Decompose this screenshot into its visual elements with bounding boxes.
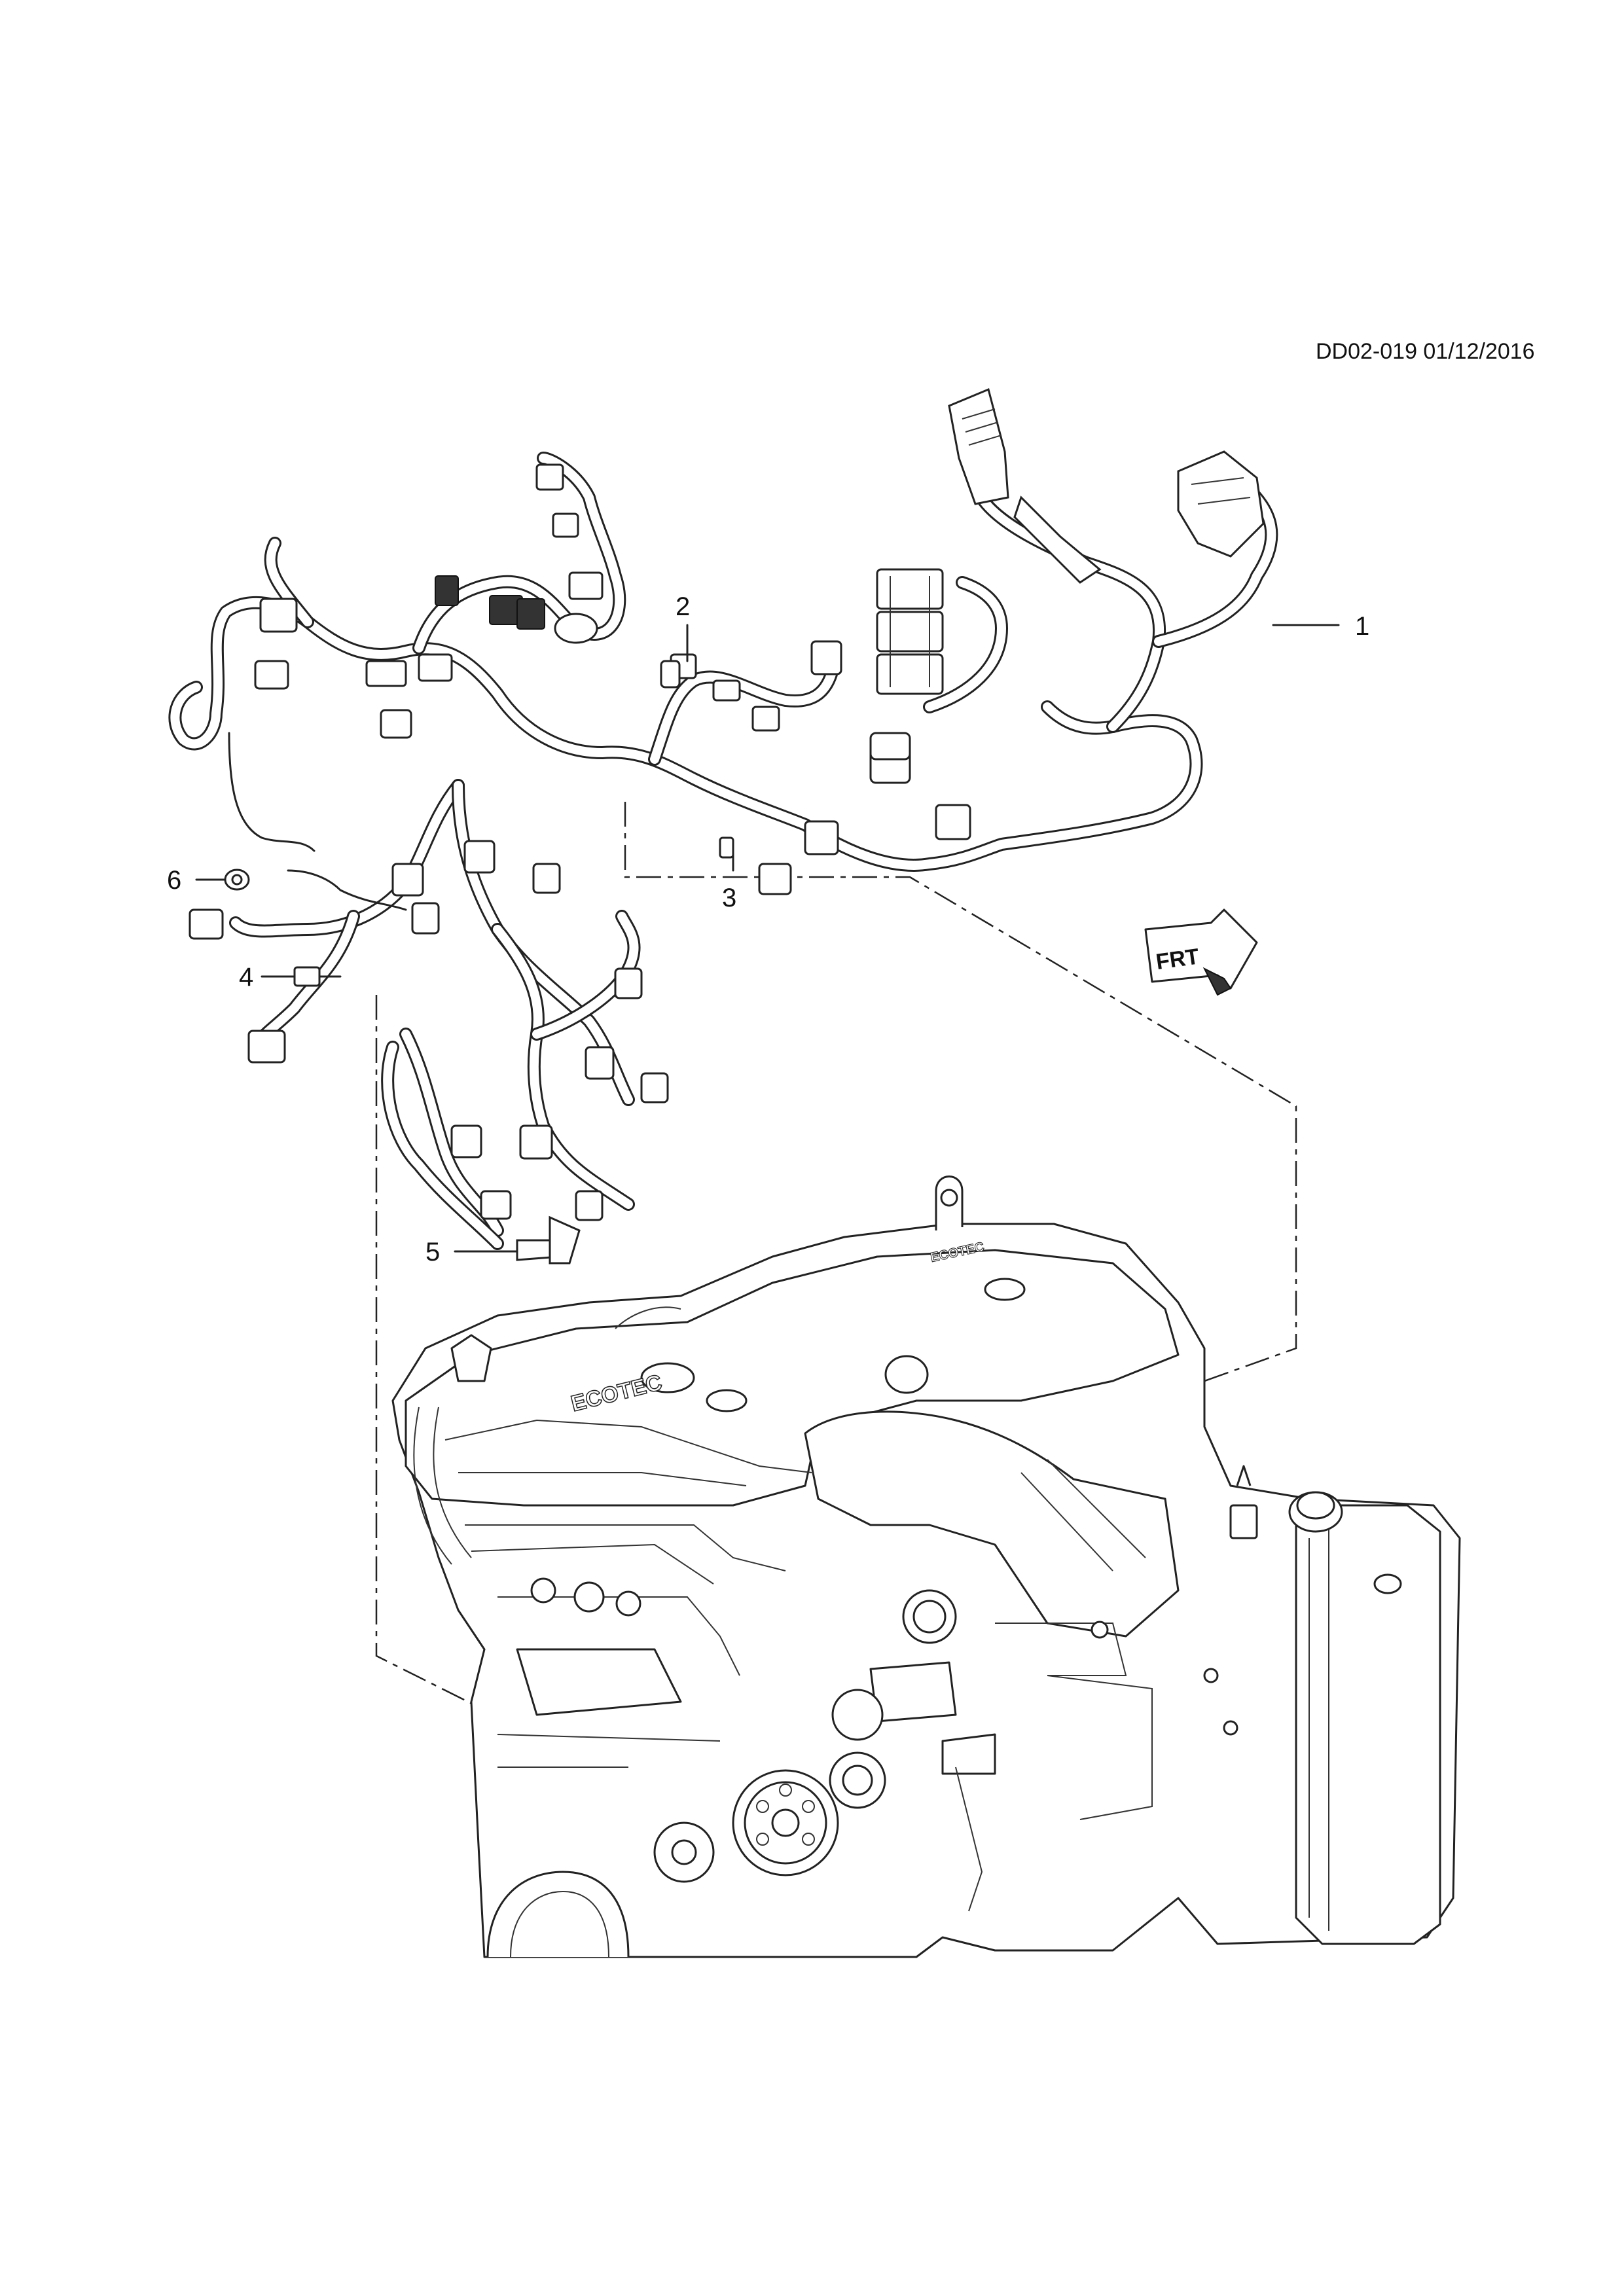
harness-connector <box>365 660 407 687</box>
callouts: 1 2 3 4 5 6 <box>167 592 1369 1266</box>
harness-connector <box>532 863 561 894</box>
harness-connector <box>480 1190 512 1220</box>
harness-connector <box>640 1072 669 1103</box>
harness-connector <box>247 1030 286 1064</box>
harness-connector <box>411 902 440 935</box>
callout-5: 5 <box>425 1238 440 1266</box>
harness-connector <box>568 571 604 600</box>
harness-connector <box>259 598 298 633</box>
callout-3: 3 <box>722 884 736 912</box>
harness-connector <box>552 512 579 538</box>
engine-assembly: ECOTEC ECOTEC <box>391 1175 1461 1958</box>
harness-connector <box>712 679 741 702</box>
relay-block <box>876 611 944 653</box>
harness-connector <box>575 1190 604 1221</box>
callout-2: 2 <box>676 592 690 621</box>
harness-connector <box>380 709 412 739</box>
harness-connector <box>189 908 224 940</box>
part-3-fastener <box>719 836 734 859</box>
harness-connector <box>758 863 792 895</box>
callout-4: 4 <box>239 963 253 992</box>
part-6-nut <box>224 869 250 891</box>
harness-connector <box>804 820 839 855</box>
front-direction-arrow: FRT <box>1144 908 1258 996</box>
harness-connector <box>463 840 496 874</box>
harness-connector <box>535 463 564 491</box>
frt-label: FRT <box>1155 944 1201 975</box>
ecu-connector <box>948 387 1009 505</box>
harness-connector <box>810 640 842 675</box>
harness-connector <box>254 660 289 690</box>
harness-connector <box>435 575 459 606</box>
harness-connector <box>751 706 780 732</box>
callout-6: 6 <box>167 866 181 895</box>
part-2-clip <box>660 660 681 689</box>
harness-connector <box>935 804 971 840</box>
harness-connector <box>519 1124 553 1160</box>
harness-connector <box>554 613 598 644</box>
relay-block <box>876 568 944 610</box>
relay-block <box>869 732 911 761</box>
harness-connector <box>614 967 643 999</box>
part-5-bracket <box>516 1215 581 1265</box>
callout-1: 1 <box>1355 612 1369 641</box>
harness-connector <box>450 1124 482 1158</box>
harness-connector <box>391 863 424 897</box>
harness-connector <box>585 1046 615 1080</box>
harness-connector <box>516 598 545 630</box>
ecu-connector-boot <box>1013 495 1102 584</box>
ecu-connector <box>1177 450 1265 558</box>
wiring-harness <box>168 387 1278 1250</box>
drawing-reference-code: DD02-019 01/12/2016 <box>1316 339 1535 364</box>
harness-connector <box>418 653 453 682</box>
relay-block <box>876 653 944 695</box>
